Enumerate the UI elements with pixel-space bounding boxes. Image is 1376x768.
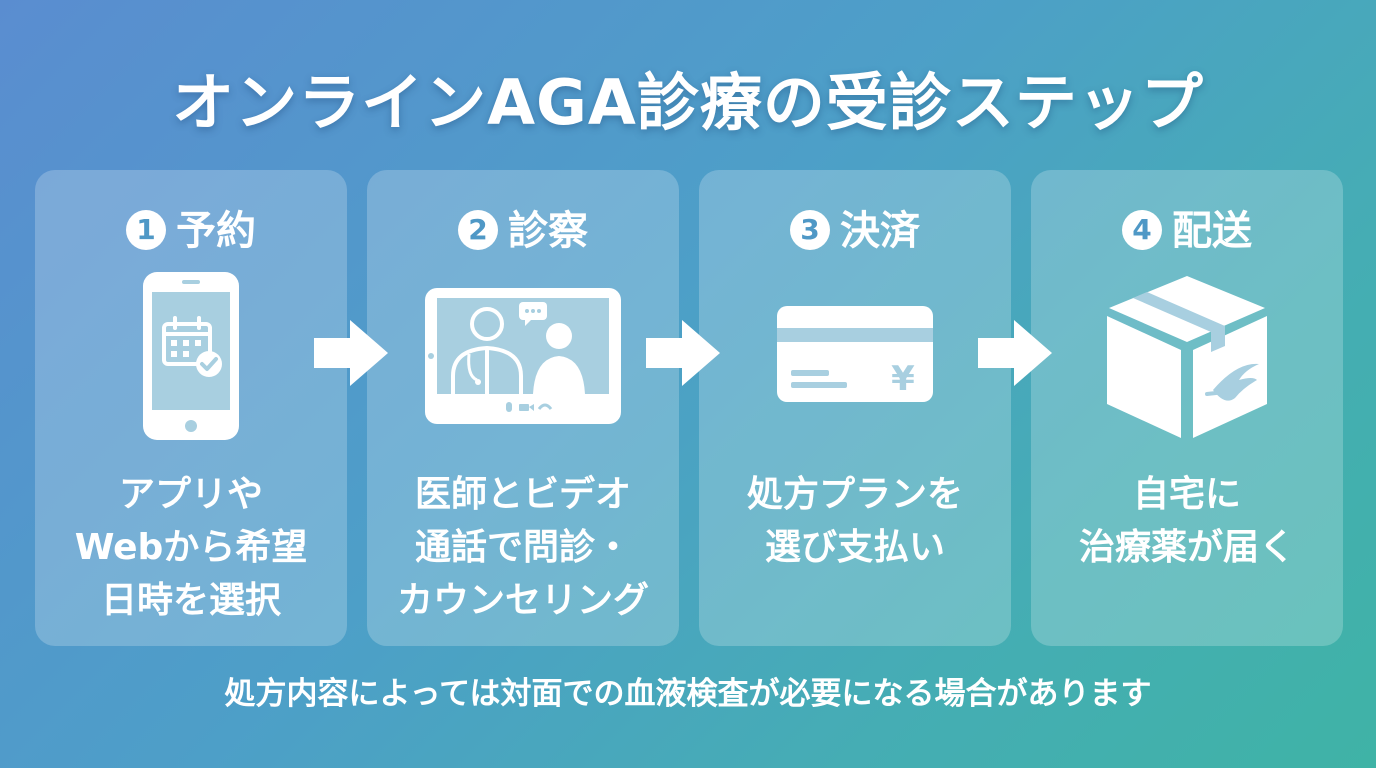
smartphone-calendar-icon	[143, 272, 239, 440]
step-description: 医師とビデオ 通話で問診・ カウンセリング	[396, 474, 649, 621]
yen-symbol: ¥	[891, 359, 915, 399]
arrow-right-icon	[978, 320, 1052, 386]
step-label: 診察	[508, 208, 588, 254]
step-label: 配送	[1172, 208, 1252, 254]
step-description: アプリや Webから希望 日時を選択	[74, 474, 308, 621]
step-number-badge: 1	[126, 210, 166, 250]
step-number-badge: 4	[1122, 210, 1162, 250]
arrow-right-icon	[646, 320, 720, 386]
step-number-badge: 3	[790, 210, 830, 250]
arrow-right-icon	[314, 320, 388, 386]
step-description: 自宅に 治療薬が届く	[1078, 474, 1295, 568]
step-description: 処方プランを 選び支払い	[746, 474, 963, 568]
credit-card-yen-icon: ¥	[777, 306, 933, 402]
tablet-video-call-icon	[425, 288, 621, 424]
delivery-box-icon	[1107, 276, 1267, 438]
step-label: 決済	[840, 208, 920, 254]
page-title: オンラインAGA診療の受診ステップ	[172, 66, 1204, 139]
footnote: 処方内容によっては対面での血液検査が必要になる場合があります	[224, 676, 1152, 712]
step-number-badge: 2	[458, 210, 498, 250]
step-label: 予約	[176, 208, 256, 254]
